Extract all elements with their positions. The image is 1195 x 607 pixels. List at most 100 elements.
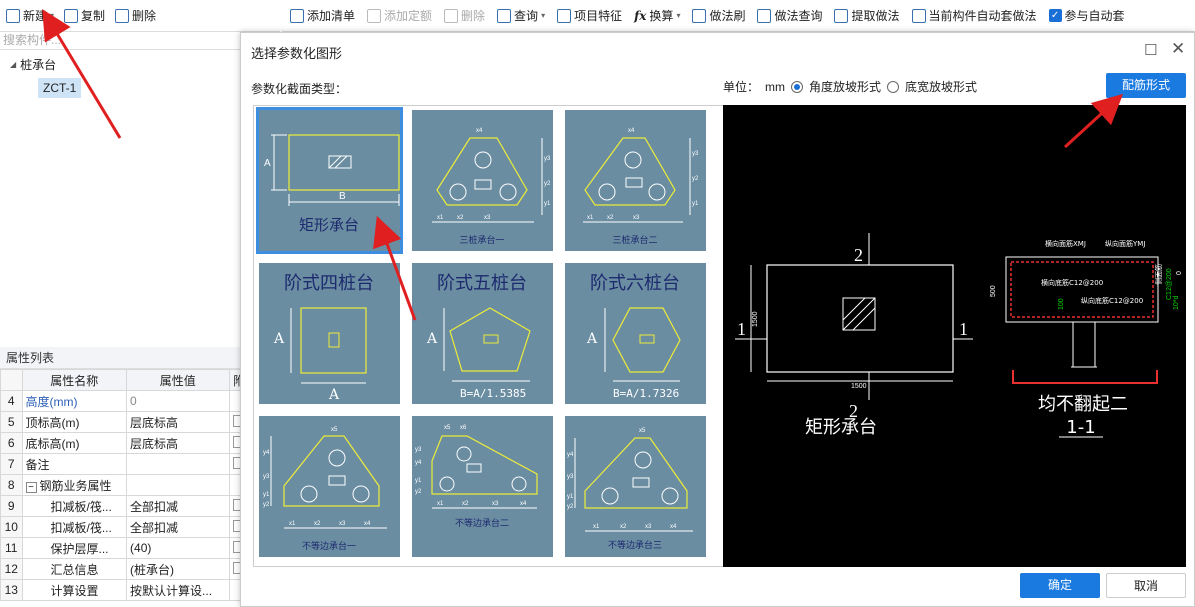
svg-text:x4: x4: [364, 521, 371, 527]
svg-text:y2: y2: [544, 181, 551, 187]
shape-card-rect[interactable]: A B 矩形承台: [254, 106, 407, 259]
shape-card-step-four[interactable]: 阶式四桩台 A A: [254, 259, 407, 412]
column-header-value: 属性值: [126, 369, 230, 391]
tree-node-zct1[interactable]: ZCT-1: [38, 78, 82, 98]
tree-node-root[interactable]: ◢桩承台: [10, 58, 57, 72]
shape-card-step-five[interactable]: 阶式五桩台 A B=A/1.5385: [407, 259, 560, 412]
svg-text:x2: x2: [314, 521, 321, 527]
preview-shape-title: 矩形承台: [805, 417, 877, 438]
extract-method-button[interactable]: 提取做法: [832, 4, 901, 28]
svg-text:y2: y2: [692, 176, 699, 182]
radio-angle-slope[interactable]: [791, 80, 804, 93]
method-query-button[interactable]: 做法查询: [755, 4, 824, 28]
svg-text:B=A/1.5385: B=A/1.5385: [460, 387, 526, 400]
section-type-label: 参数化截面类型：: [251, 82, 348, 96]
method-query-icon: [757, 8, 772, 23]
chevron-down-icon: ◢: [10, 60, 17, 69]
unit-row: 单位： mm 角度放坡形式 底宽放坡形式: [723, 78, 977, 95]
svg-text:0: 0: [1176, 271, 1183, 275]
section-title: 1-1: [1066, 417, 1095, 438]
unit-label: 单位：: [723, 80, 760, 94]
participate-auto-checkbox[interactable]: ✓参与自动套: [1047, 4, 1127, 28]
svg-text:y3: y3: [263, 474, 270, 480]
svg-text:A: A: [426, 331, 438, 347]
svg-text:x1: x1: [593, 524, 600, 530]
shape-card-unequal-3[interactable]: x5 y4 y3 y1 y2 x1 x2 x3 x4 不等边承台三: [560, 412, 713, 565]
svg-text:y3: y3: [567, 474, 574, 480]
search-input[interactable]: 搜索构件...: [0, 32, 240, 50]
svg-text:y3: y3: [415, 447, 422, 453]
shape-card-step-six[interactable]: 阶式六桩台 A B=A/1.7326: [560, 259, 713, 412]
method-brush-button[interactable]: 做法刷: [690, 4, 747, 28]
svg-text:1: 1: [737, 319, 746, 339]
shape-label: 阶式四桩台: [284, 273, 374, 294]
table-row[interactable]: 8−钢筋业务属性: [0, 474, 250, 496]
delete-button[interactable]: 删除: [113, 4, 158, 28]
shape-label: 三桩承台二: [612, 234, 657, 246]
copy-icon: [64, 8, 79, 23]
auto-apply-button[interactable]: 当前构件自动套做法: [910, 4, 1039, 28]
new-icon: [6, 8, 20, 23]
property-panel-title: 属性列表: [0, 347, 240, 369]
query-button[interactable]: 查询▾: [495, 4, 547, 28]
copy-button[interactable]: 复制: [62, 4, 107, 28]
collapse-icon[interactable]: −: [25, 481, 37, 493]
rebar-config-button[interactable]: 配筋形式: [1106, 73, 1186, 98]
svg-text:纵向底筋C12@200: 纵向底筋C12@200: [1081, 296, 1143, 305]
svg-text:1500: 1500: [851, 383, 867, 390]
radio-bottom-width-slope[interactable]: [887, 80, 900, 93]
add-list-icon: [290, 8, 304, 23]
svg-text:x1: x1: [289, 521, 296, 527]
chevron-down-icon: ▾: [676, 11, 681, 20]
svg-text:x2: x2: [620, 524, 627, 530]
svg-text:C12@200: C12@200: [1166, 268, 1173, 300]
svg-text:横向底筋C12@200: 横向底筋C12@200: [1041, 278, 1103, 287]
maximize-icon[interactable]: ☐: [1144, 42, 1158, 59]
svg-text:纵向面筋YMJ: 纵向面筋YMJ: [1105, 239, 1145, 248]
svg-text:x3: x3: [492, 501, 499, 507]
delete-item-button[interactable]: 删除: [442, 4, 487, 28]
shape-label: 不等边承台三: [608, 539, 662, 551]
cancel-button[interactable]: 取消: [1106, 573, 1186, 598]
svg-text:x1: x1: [587, 215, 594, 221]
svg-text:2: 2: [854, 245, 863, 265]
svg-text:A: A: [273, 331, 285, 347]
ok-button[interactable]: 确定: [1020, 573, 1100, 598]
add-list-button[interactable]: 添加清单: [288, 4, 357, 28]
item-feature-button[interactable]: 项目特征: [555, 4, 624, 28]
svg-text:y1: y1: [415, 478, 422, 484]
shape-label: 不等边承台二: [455, 517, 509, 529]
shape-card-unequal-1[interactable]: x5 y4 y3 y1 y2 x1 x2 x3 x4 不等边承台一: [254, 412, 407, 565]
svg-text:x4: x4: [670, 524, 677, 530]
rect-cap-diagram: A B 矩形承台: [264, 134, 400, 234]
preview-drawing: 2 2 1 1 1500 1500 矩形承台 横向面筋XMJ 纵向面筋YMJ 横…: [735, 233, 1183, 438]
close-icon[interactable]: ✕: [1171, 39, 1186, 58]
dialog-title: 选择参数化图形: [251, 46, 343, 61]
svg-text:B: B: [339, 191, 346, 202]
add-quota-button[interactable]: 添加定额: [365, 4, 434, 28]
shape-card-three-pile-1[interactable]: x4 x1 x2 x3 y3 y2 y1 三桩承台一: [407, 106, 560, 259]
shape-card-unequal-2[interactable]: x5 x6 y3 y4 y1 y2 x1 x2 x3 x4 不等边承台二: [407, 412, 560, 565]
svg-text:A: A: [328, 387, 340, 403]
new-button[interactable]: 新建▾: [4, 4, 56, 28]
trash-icon: [115, 8, 130, 23]
svg-text:横向面筋XMJ: 横向面筋XMJ: [1045, 239, 1086, 248]
radio-angle-slope-label[interactable]: 角度放坡形式: [809, 80, 882, 94]
svg-text:y4: y4: [567, 452, 574, 458]
parametric-shape-dialog: 选择参数化图形 ☐ ✕ 参数化截面类型： 单位： mm 角度放坡形式 底宽放坡形…: [240, 32, 1195, 607]
radio-bottom-width-slope-label[interactable]: 底宽放坡形式: [905, 80, 978, 94]
section-note: 均不翻起二: [1038, 394, 1128, 415]
shape-card-three-pile-2[interactable]: x4 x1 x2 x3 y3 y2 y1 三桩承台二: [560, 106, 713, 259]
